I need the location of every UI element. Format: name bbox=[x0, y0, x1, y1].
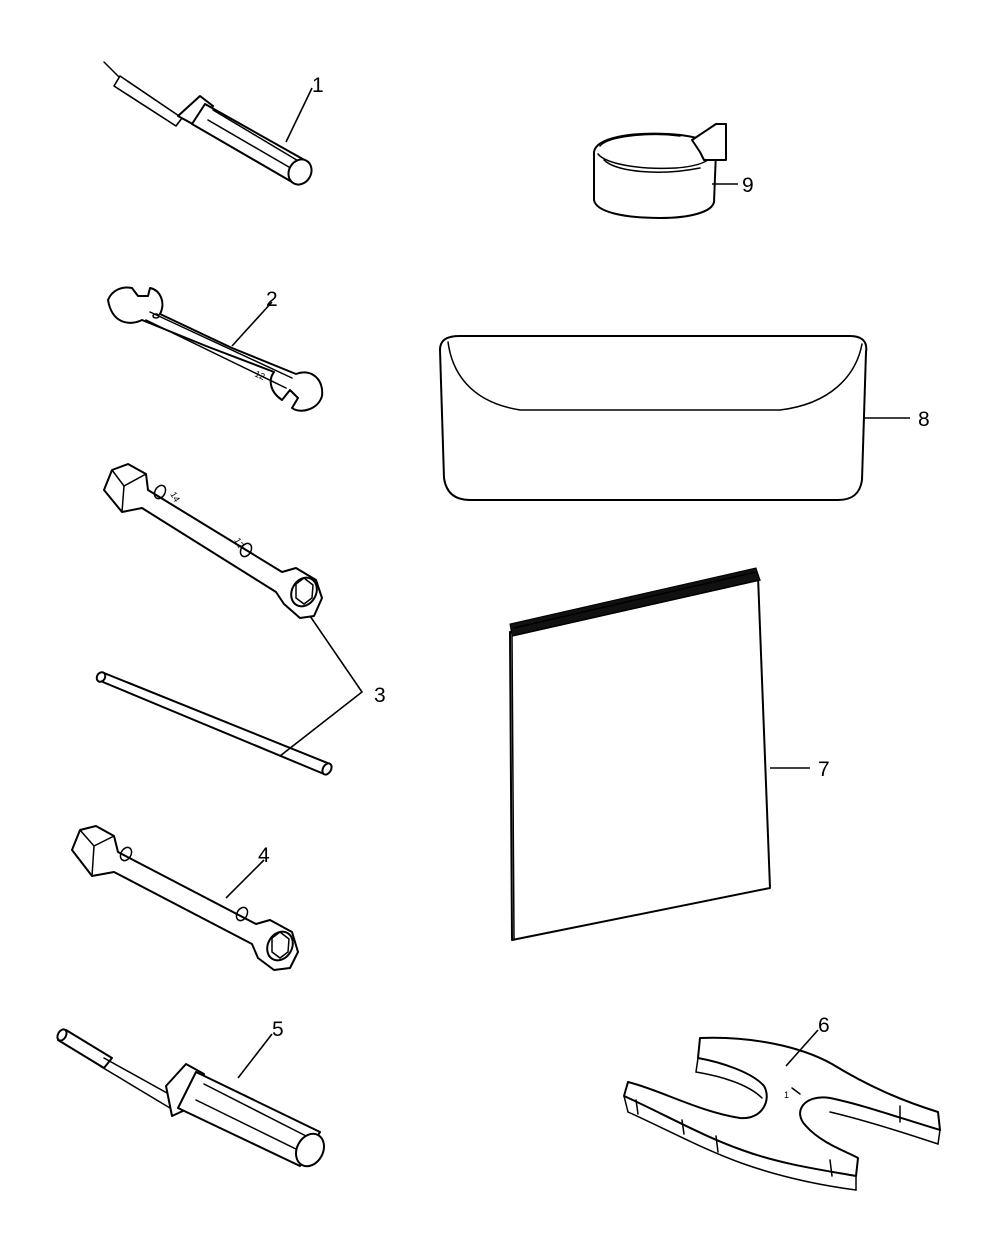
part-9-strap bbox=[593, 123, 727, 219]
spanner-engraving-a: 14 bbox=[168, 490, 182, 504]
callout-6: 6 bbox=[818, 1014, 830, 1037]
callout-2: 2 bbox=[266, 288, 278, 311]
callout-3: 3 bbox=[374, 684, 386, 707]
part-2-wrench: 12 bbox=[107, 286, 324, 412]
part-7-manual bbox=[509, 567, 771, 941]
callout-9: 9 bbox=[742, 174, 754, 197]
leader-4 bbox=[225, 859, 265, 899]
part-3-box-spanner: 14 12 bbox=[103, 463, 323, 619]
part-5-screwdriver bbox=[56, 1028, 325, 1168]
spanner-mark: 1 bbox=[784, 1090, 789, 1100]
part-3-tommy-bar bbox=[95, 671, 333, 776]
leader-1 bbox=[285, 87, 313, 143]
wrench-size-engraving: 12 bbox=[253, 369, 266, 382]
part-8-tool-bag bbox=[439, 335, 868, 501]
callout-4: 4 bbox=[258, 844, 270, 867]
callout-8: 8 bbox=[918, 408, 930, 431]
leader-3 bbox=[279, 615, 364, 757]
callout-1: 1 bbox=[312, 74, 324, 97]
part-4-box-spanner bbox=[71, 825, 299, 971]
leader-6 bbox=[785, 1029, 819, 1067]
spanner-engraving-b: 12 bbox=[232, 536, 246, 550]
part-6-spanner: 1 bbox=[623, 1036, 941, 1191]
part-1-screwdriver bbox=[103, 61, 313, 186]
leader-5 bbox=[237, 1033, 273, 1079]
callout-5: 5 bbox=[272, 1018, 284, 1041]
callout-7: 7 bbox=[818, 758, 830, 781]
leader-2 bbox=[231, 301, 273, 347]
